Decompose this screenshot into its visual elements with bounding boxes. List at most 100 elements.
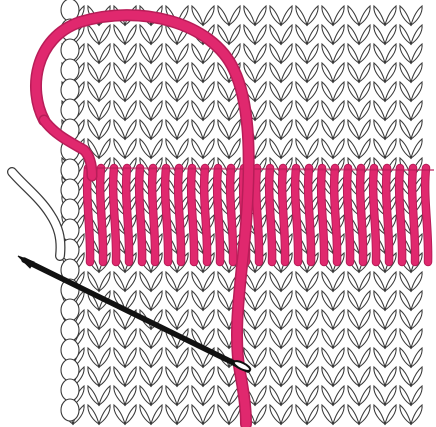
knit-stitch-right-leg bbox=[281, 120, 292, 139]
knit-stitch-left-leg bbox=[88, 348, 99, 367]
band-stitch bbox=[113, 168, 116, 262]
knit-stitch-right-leg bbox=[385, 120, 396, 139]
knit-stitch-left-leg bbox=[140, 139, 151, 158]
knit-stitch-left-leg bbox=[270, 82, 281, 101]
knit-stitch-left-leg bbox=[88, 405, 99, 424]
knit-stitch-left-leg bbox=[140, 348, 151, 367]
knit-stitch-left-leg bbox=[192, 310, 203, 329]
knit-stitch-right-leg bbox=[177, 139, 188, 158]
knit-stitch-left-leg bbox=[348, 6, 359, 25]
knit-stitch-left-leg bbox=[348, 310, 359, 329]
selvedge-stitch bbox=[61, 159, 79, 181]
knit-stitch-left-leg bbox=[348, 272, 359, 291]
knit-stitch-left-leg bbox=[114, 310, 125, 329]
knit-stitch-left-leg bbox=[400, 25, 411, 44]
knit-stitch-right-leg bbox=[411, 310, 422, 329]
knit-stitch-right-leg bbox=[307, 291, 318, 310]
band-stitch bbox=[100, 168, 103, 262]
knit-stitch-right-leg bbox=[177, 272, 188, 291]
band-stitch bbox=[165, 168, 168, 262]
band-stitch bbox=[308, 168, 311, 262]
knit-stitch-right-leg bbox=[333, 405, 344, 424]
knit-stitch-left-leg bbox=[296, 63, 307, 82]
knit-stitch-right-leg bbox=[151, 139, 162, 158]
knit-stitch-left-leg bbox=[140, 291, 151, 310]
knit-stitch-right-leg bbox=[125, 405, 136, 424]
band-stitch bbox=[204, 168, 207, 262]
knit-stitch-right-leg bbox=[177, 63, 188, 82]
knit-stitch-left-leg bbox=[296, 367, 307, 386]
knit-stitch-right-leg bbox=[333, 348, 344, 367]
knit-stitch-right-leg bbox=[177, 44, 188, 63]
knit-stitch-left-leg bbox=[348, 25, 359, 44]
knit-stitch-left-leg bbox=[374, 44, 385, 63]
knit-stitch-left-leg bbox=[166, 386, 177, 405]
knit-stitch-left-leg bbox=[114, 25, 125, 44]
knit-stitch-left-leg bbox=[192, 386, 203, 405]
knit-stitch-left-leg bbox=[400, 367, 411, 386]
knit-stitch-left-leg bbox=[218, 310, 229, 329]
knit-stitch-left-leg bbox=[218, 139, 229, 158]
knit-stitch-left-leg bbox=[140, 405, 151, 424]
knit-stitch-right-leg bbox=[99, 25, 110, 44]
knit-stitch-right-leg bbox=[281, 272, 292, 291]
selvedge-stitch bbox=[61, 319, 79, 341]
knit-stitch-left-leg bbox=[296, 348, 307, 367]
knit-stitch-left-leg bbox=[374, 272, 385, 291]
knit-stitch-right-leg bbox=[385, 101, 396, 120]
knit-stitch-right-leg bbox=[151, 367, 162, 386]
knit-stitch-left-leg bbox=[374, 101, 385, 120]
knit-stitch-left-leg bbox=[114, 367, 125, 386]
knit-stitch-left-leg bbox=[322, 367, 333, 386]
knit-stitch-right-leg bbox=[255, 272, 266, 291]
knit-stitch-right-leg bbox=[203, 120, 214, 139]
knit-stitch-right-leg bbox=[151, 405, 162, 424]
knit-stitch-right-leg bbox=[411, 63, 422, 82]
knit-stitch-left-leg bbox=[114, 63, 125, 82]
knit-stitch-left-leg bbox=[88, 82, 99, 101]
knit-stitch-right-leg bbox=[307, 367, 318, 386]
knit-stitch-left-leg bbox=[218, 101, 229, 120]
knit-stitch-left-leg bbox=[400, 386, 411, 405]
knit-stitch-left-leg bbox=[270, 367, 281, 386]
knit-stitch-right-leg bbox=[307, 139, 318, 158]
knit-stitch-right-leg bbox=[229, 405, 240, 424]
knit-stitch-right-leg bbox=[125, 44, 136, 63]
knit-stitch-left-leg bbox=[140, 25, 151, 44]
knit-stitch-left-leg bbox=[348, 386, 359, 405]
knit-stitch-left-leg bbox=[348, 291, 359, 310]
knit-stitch-right-leg bbox=[281, 291, 292, 310]
knit-stitch-left-leg bbox=[374, 386, 385, 405]
knit-stitch-right-leg bbox=[151, 101, 162, 120]
band-stitch bbox=[321, 168, 324, 262]
knit-stitch-left-leg bbox=[374, 291, 385, 310]
knit-stitch-left-leg bbox=[348, 120, 359, 139]
knit-stitch-left-leg bbox=[88, 329, 99, 348]
knit-stitch-right-leg bbox=[99, 139, 110, 158]
knit-stitch-left-leg bbox=[270, 329, 281, 348]
knit-stitch-right-leg bbox=[99, 272, 110, 291]
knit-stitch-right-leg bbox=[307, 82, 318, 101]
knit-stitch-right-leg bbox=[385, 367, 396, 386]
knit-stitch-right-leg bbox=[411, 348, 422, 367]
selvedge-stitch bbox=[61, 39, 79, 61]
knit-stitch-right-leg bbox=[99, 120, 110, 139]
knit-stitch-left-leg bbox=[296, 272, 307, 291]
band-stitch bbox=[269, 168, 272, 262]
knit-stitch-right-leg bbox=[229, 25, 240, 44]
knit-stitch-left-leg bbox=[322, 63, 333, 82]
knit-stitch-left-leg bbox=[140, 386, 151, 405]
band-stitch bbox=[295, 168, 298, 262]
knit-stitch-right-leg bbox=[125, 367, 136, 386]
selvedge-stitch bbox=[61, 359, 79, 381]
knit-stitch-right-leg bbox=[151, 291, 162, 310]
knit-stitch-right-leg bbox=[307, 272, 318, 291]
knit-stitch-right-leg bbox=[125, 101, 136, 120]
knit-stitch-right-leg bbox=[307, 63, 318, 82]
knit-stitch-left-leg bbox=[296, 120, 307, 139]
knit-stitch-right-leg bbox=[359, 25, 370, 44]
loose-strand bbox=[12, 172, 61, 256]
knit-stitch-left-leg bbox=[348, 82, 359, 101]
